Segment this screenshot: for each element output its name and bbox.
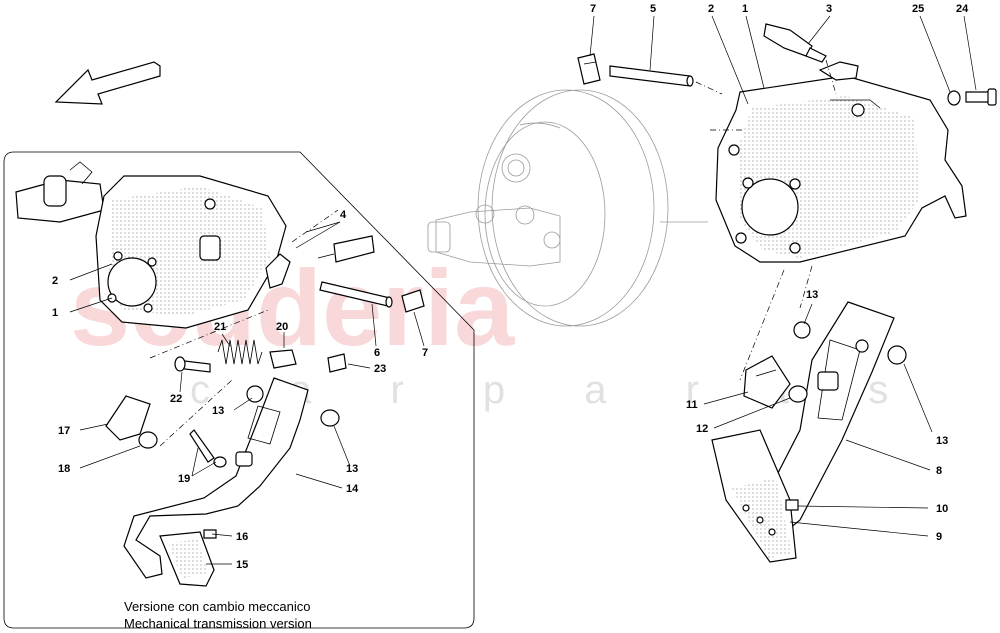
- callout-12: 12: [696, 423, 708, 435]
- inset-part-17: [105, 395, 151, 441]
- inset-pedal-pad-part-15: [159, 531, 215, 587]
- callout-7-top: 7: [590, 3, 596, 15]
- callout-5: 5: [650, 3, 656, 15]
- callout-18: 18: [58, 463, 70, 475]
- inset-bushing-part-13-b: [320, 409, 340, 427]
- inset-pin-part-6: [319, 281, 393, 308]
- callout-9: 9: [936, 531, 942, 543]
- callout-6: 6: [374, 347, 380, 359]
- callout-labels: 7 5 2 1 3 25 24 13 11 12 13 8 10 9 4 2 1…: [52, 3, 969, 571]
- inset-panel: [3, 151, 475, 629]
- callout-25: 25: [912, 3, 924, 15]
- bolt-part-24: [965, 88, 997, 106]
- bracket-part-11: [743, 355, 791, 409]
- inset-part-18: [138, 431, 158, 449]
- callout-13-inset-a: 13: [212, 405, 224, 417]
- callout-7-inset: 7: [422, 347, 428, 359]
- callout-13-right-a: 13: [806, 289, 818, 301]
- callout-3: 3: [826, 3, 832, 15]
- callout-8: 8: [936, 465, 942, 477]
- inset-bolt-part-22: [174, 356, 211, 373]
- bushing-part-13-right-a: [793, 321, 811, 339]
- leader-lines: [69, 15, 977, 565]
- callout-20: 20: [276, 321, 288, 333]
- switch-part-3: [763, 23, 859, 95]
- callout-23: 23: [374, 363, 386, 375]
- inset-switch-part-4: [317, 235, 375, 263]
- inset-bushing-part-13-a: [246, 385, 264, 403]
- callout-13-right-b: 13: [936, 435, 948, 447]
- pedal-box-main: [710, 75, 967, 263]
- inset-master-cylinder: [15, 161, 105, 223]
- clip-part-7-right: [577, 53, 601, 85]
- inset-spring-part-21: [217, 339, 263, 365]
- inset-clip-part-23: [327, 353, 347, 373]
- callout-22: 22: [170, 393, 182, 405]
- inset-pedal-part-14: [123, 377, 309, 579]
- callout-24: 24: [956, 3, 969, 15]
- callout-4: 4: [340, 209, 347, 221]
- caption-italian: Versione con cambio meccanico: [124, 599, 310, 614]
- callout-19: 19: [178, 473, 190, 485]
- inset-bracket: [265, 253, 291, 289]
- callout-1-inset: 1: [52, 307, 58, 319]
- callout-10: 10: [936, 503, 948, 515]
- inset-pedal-box: [95, 175, 287, 329]
- callout-2-inset: 2: [52, 275, 58, 287]
- callout-21: 21: [214, 321, 226, 333]
- callout-1-top: 1: [742, 3, 748, 15]
- master-cylinder: [427, 204, 708, 267]
- direction-arrow-icon: [54, 61, 161, 105]
- bushing-part-12: [788, 385, 808, 403]
- inset-clip-part-7: [401, 289, 425, 313]
- callout-14: 14: [346, 483, 359, 495]
- callout-16: 16: [236, 531, 248, 543]
- inset-screw-part-16: [203, 529, 217, 539]
- caption-english: Mechanical transmission version: [124, 616, 312, 631]
- washer-part-25: [947, 90, 961, 106]
- brake-pedal-main: [711, 301, 895, 563]
- bushing-part-13-right-b: [887, 345, 907, 365]
- screw-part-10: [785, 499, 799, 511]
- inset-part-20: [269, 349, 297, 369]
- callout-13-inset-b: 13: [346, 463, 358, 475]
- inset-screw-part-19: [189, 429, 227, 468]
- pin-part-5: [609, 65, 723, 95]
- callout-15: 15: [236, 559, 248, 571]
- callout-11: 11: [686, 399, 698, 411]
- callout-2-top: 2: [708, 3, 714, 15]
- inset-caption: Versione con cambio meccanico Mechanical…: [124, 599, 312, 631]
- callout-17: 17: [58, 425, 70, 437]
